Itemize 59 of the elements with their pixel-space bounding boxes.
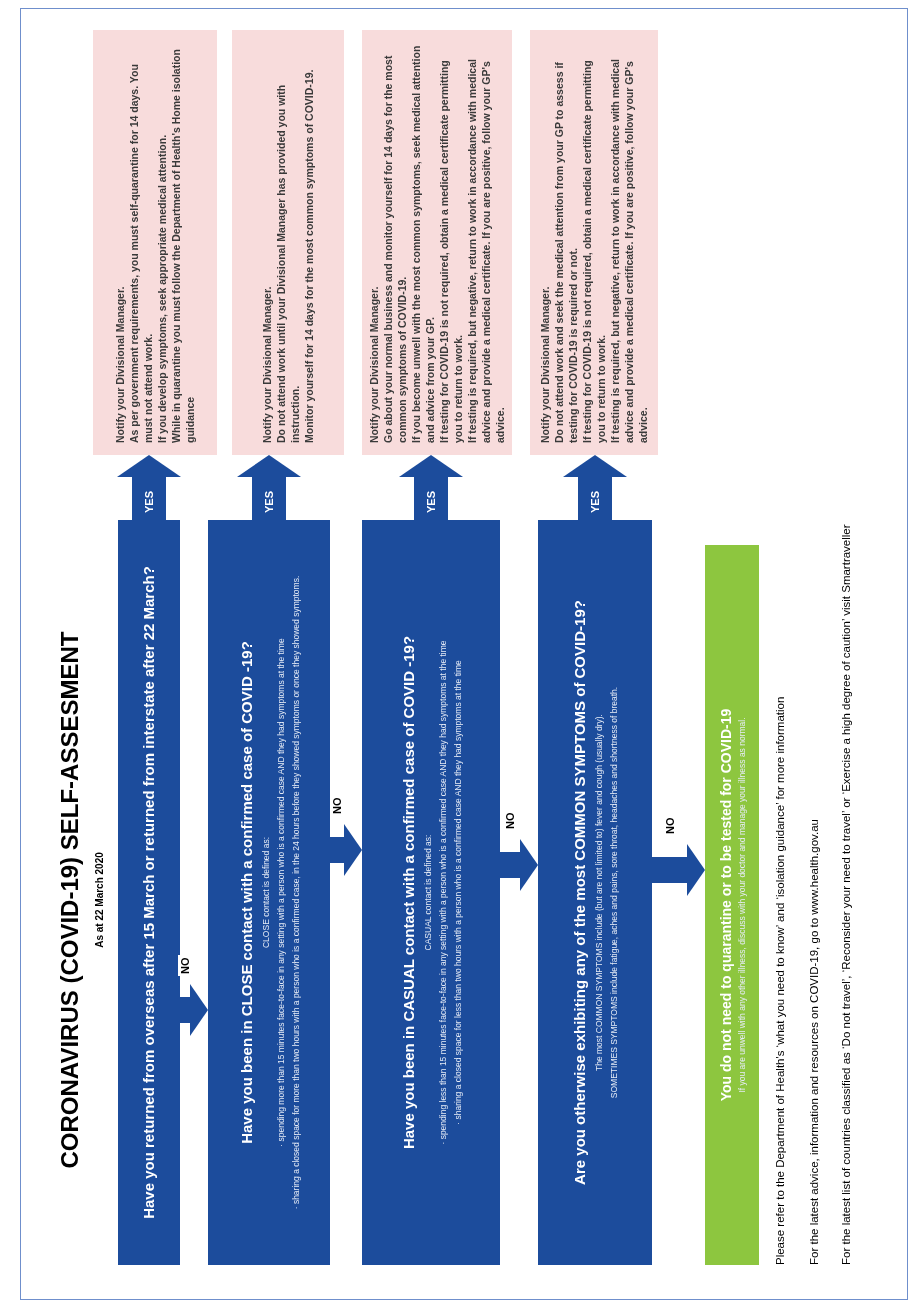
advice-text: If testing is required, but negative, return to work in accordance with medical advice and provide a medical certificate. If you are positive, follow your GP's advice. bbox=[608, 58, 650, 443]
advice-text: If you become unwell with the most common symptoms, seek medical attention and advice from your GP. bbox=[409, 44, 437, 443]
question-text: You do not need to quarantine or to be tested for COVID-19 bbox=[717, 708, 735, 1102]
advice-box bbox=[530, 30, 658, 455]
advice-box bbox=[232, 30, 344, 455]
advice-text: If you develop symptoms, seek appropriate medical attention. bbox=[155, 133, 169, 443]
question-box bbox=[208, 520, 330, 1265]
definition-text: · sharing a closed space for more than two hours with a person who is a confirmed case, in the 24 hours before they showed symptoms or once they showed symptoms. bbox=[290, 575, 302, 1210]
footnote: Please refer to the Department of Health's ‘what you need to know’ and ‘isolation guidance’ for more information bbox=[773, 696, 787, 1265]
advice-box bbox=[362, 30, 512, 455]
advice-text: Go about your normal business and monitor yourself for 14 days for the most common symptoms of COVID-19. bbox=[381, 54, 409, 443]
footnote: For the latest advice, information and resources on COVID-19, go to www.health.gov.au bbox=[807, 819, 821, 1265]
advice-text: Notify your Divisional Manager. bbox=[113, 285, 127, 443]
definition-text: · spending less than 15 minutes face-to-face in any setting with a person who is a confirmed case AND they had symptoms at the time bbox=[437, 640, 449, 1145]
definition-text: CLOSE contact is defined as: bbox=[260, 837, 272, 948]
advice-text: Monitor yourself for 14 days for the most common symptoms of COVID-19. bbox=[302, 68, 316, 443]
definition-text: SOMETIMES SYMPTOMS include fatigue, aches and pains, sore throat, headaches and shortness of breath. bbox=[609, 686, 620, 1099]
advice-text: While in quarantine you must follow the Department of Health's Home isolation guidance bbox=[169, 48, 197, 443]
arrow bbox=[117, 455, 181, 520]
advice-text: If testing for COVID-19 is not required, obtain a medical certificate permitting you to return to work. bbox=[580, 59, 608, 443]
definition-text: If you are unwell with any other illness, discuss with your doctor and manage your illness as normal. bbox=[737, 717, 748, 1093]
outcome-box bbox=[705, 545, 759, 1265]
arrow bbox=[500, 839, 538, 891]
question-box bbox=[362, 520, 500, 1265]
advice-text: Do not attend work until your Divisional Manager has provided you with instruction. bbox=[274, 83, 302, 443]
question-text: Are you otherwise exhibiting any of the most COMMON SYMPTOMS of COVID-19? bbox=[570, 600, 589, 1185]
edge-label: NO bbox=[330, 795, 344, 816]
edge-label: NO bbox=[503, 810, 517, 831]
advice-text: If testing for COVID-19 is not required, obtain a medical certificate permitting you to return to work. bbox=[437, 59, 465, 443]
edge-label: YES bbox=[262, 490, 276, 514]
definition-text: CASUAL contact is defined as: bbox=[422, 834, 434, 951]
advice-text: If testing is required, but negative, return to work in accordance with medical advice and provide a medical certificate. If you are positive, follow your GP's advice. bbox=[465, 58, 507, 443]
question-box bbox=[538, 520, 652, 1265]
question-text: Have you been in CASUAL contact with a confirmed case of COVID -19? bbox=[398, 635, 418, 1150]
question-box bbox=[118, 520, 180, 1265]
advice-text: Notify your Divisional Manager. bbox=[260, 285, 274, 443]
edge-label: YES bbox=[142, 490, 156, 514]
arrow bbox=[652, 844, 705, 896]
edge-label: NO bbox=[178, 955, 192, 976]
arrow bbox=[180, 984, 208, 1036]
advice-box bbox=[93, 30, 217, 455]
edge-label: YES bbox=[424, 490, 438, 514]
arrow bbox=[330, 824, 362, 876]
edge-label: YES bbox=[588, 490, 602, 514]
arrow bbox=[563, 455, 627, 520]
definition-text: · sharing a closed space for less than two hours with a person who is a confirmed case AND they had symptoms at the time bbox=[452, 660, 464, 1125]
arrow bbox=[237, 455, 301, 520]
advice-text: Do not attend work and seek the medical attention from your GP to assess if testing for COVID-19 is required or not. bbox=[552, 61, 580, 443]
footnote: For the latest list of countries classified as ‘Do not travel’, ‘Reconsider your need to travel’ or ‘Exercise a high degree of caution’ visit Smartraveller bbox=[839, 524, 853, 1265]
advice-text: As per government requirements, you must self-quarantine for 14 days. You must not attend work. bbox=[127, 63, 155, 443]
question-text: Have you been in CLOSE contact with a confirmed case of COVID -19? bbox=[236, 641, 256, 1144]
definition-text: The most COMMON SYMPTOMS include (but are not limited to) fever and cough (usually dry). bbox=[594, 714, 605, 1071]
arrow bbox=[399, 455, 463, 520]
advice-text: Notify your Divisional Manager. bbox=[367, 285, 381, 443]
advice-text: Notify your Divisional Manager. bbox=[538, 285, 552, 443]
question-text: Have you returned from overseas after 15 March or returned from interstate after 22 March? bbox=[139, 566, 158, 1219]
title: CORONAVIRUS (COVID-19) SELF-ASSESMENT bbox=[55, 630, 84, 1171]
definition-text: · spending more than 15 minutes face-to-face in any setting with a person who is a confirmed case AND they had symptoms at the time bbox=[275, 638, 287, 1147]
date-text: As at 22 March 2020 bbox=[93, 851, 106, 950]
